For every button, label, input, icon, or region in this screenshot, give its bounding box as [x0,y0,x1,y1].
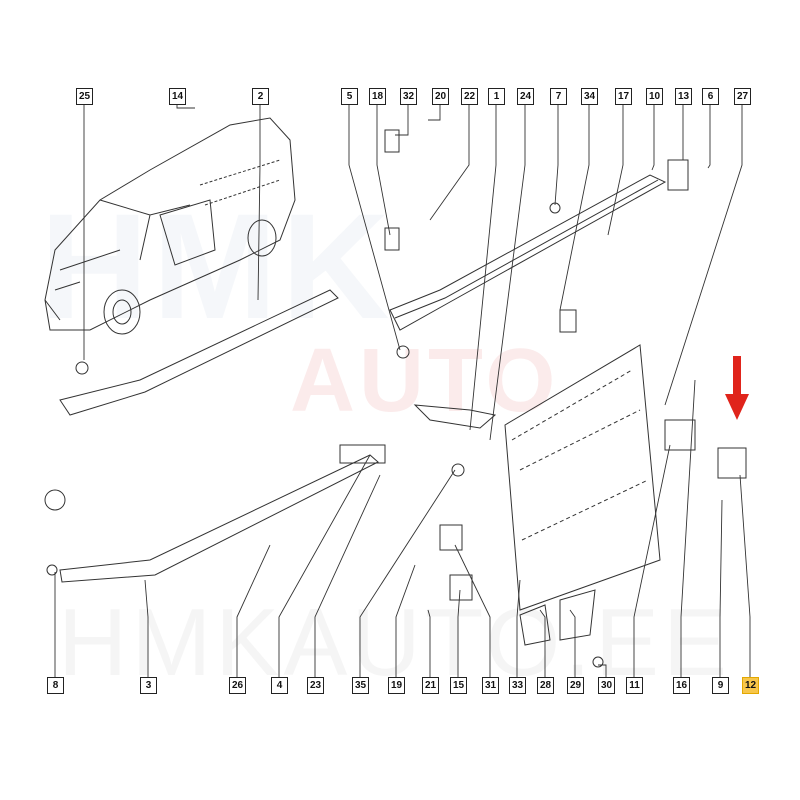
bracket-18 [384,227,400,251]
leader-line [739,474,751,677]
part-callout-27[interactable]: 27 [734,88,751,105]
van-illustration [44,117,296,335]
striker-12 [717,447,747,479]
part-callout-25[interactable]: 25 [76,88,93,105]
hinge-11 [664,419,696,451]
sill-trim [59,289,339,416]
upper-rail [389,174,667,331]
bracket-32 [384,129,400,153]
leader-line [680,105,684,161]
part-callout-3[interactable]: 3 [140,677,157,694]
part-callout-6[interactable]: 6 [702,88,719,105]
part-callout-7[interactable]: 7 [550,88,567,105]
part-callout-30[interactable]: 30 [598,677,615,694]
part-callout-16[interactable]: 16 [673,677,690,694]
part-callout-21[interactable]: 21 [422,677,439,694]
leader-line [598,664,607,677]
leader-line [429,105,470,221]
lock-15 [449,574,473,601]
plate-29 [559,589,596,641]
part-callout-34[interactable]: 34 [581,88,598,105]
leader-line [680,379,696,677]
part-callout-28[interactable]: 28 [537,677,554,694]
leader-line [428,105,441,121]
part-callout-1[interactable]: 1 [488,88,505,105]
leader-line [176,105,195,109]
part-callout-13[interactable]: 13 [675,88,692,105]
leader-line [719,499,723,677]
leader-line [359,469,456,677]
leader-line [651,105,655,171]
leader-line [144,579,149,677]
lower-rail [59,454,379,583]
part-callout-4[interactable]: 4 [271,677,288,694]
part-callout-29[interactable]: 29 [567,677,584,694]
sliding-door-panel [413,344,661,611]
leader-line [469,105,497,431]
part-callout-9[interactable]: 9 [712,677,729,694]
leader-line [539,609,546,677]
leader-line [457,589,461,677]
leader-line [569,609,576,677]
leader-line [607,105,624,236]
leader-line [664,105,743,406]
part-callout-24[interactable]: 24 [517,88,534,105]
leader-line [516,579,521,677]
part-callout-26[interactable]: 26 [229,677,246,694]
leader-line [554,105,559,206]
part-callout-35[interactable]: 35 [352,677,369,694]
leader-line [707,105,711,169]
leader-line [454,544,491,677]
part-callout-31[interactable]: 31 [482,677,499,694]
part-callout-15[interactable]: 15 [450,677,467,694]
part-callout-33[interactable]: 33 [509,677,526,694]
leader-line [633,444,671,677]
leader-line [395,105,409,136]
part-callout-10[interactable]: 10 [646,88,663,105]
leader-line [257,105,261,301]
part-callout-11[interactable]: 11 [626,677,643,694]
leader-line [376,105,391,236]
lock-31 [439,524,463,551]
part-callout-8[interactable]: 8 [47,677,64,694]
leader-line [314,474,381,677]
roller-34 [559,309,577,333]
part-callout-2[interactable]: 2 [252,88,269,105]
part-callout-23[interactable]: 23 [307,677,324,694]
part-callout-19[interactable]: 19 [388,677,405,694]
part-callout-18[interactable]: 18 [369,88,386,105]
part-callout-5[interactable]: 5 [341,88,358,105]
leader-line [236,544,271,677]
leader-line [489,105,526,441]
leader-line [427,609,431,677]
leader-line [559,105,590,311]
part-callout-14[interactable]: 14 [169,88,186,105]
part-callout-22[interactable]: 22 [461,88,478,105]
roller-28 [519,604,551,646]
part-callout-17[interactable]: 17 [615,88,632,105]
leader-line [395,564,416,677]
leader-line [278,454,371,677]
part-callout-32[interactable]: 32 [400,88,417,105]
part-callout-20[interactable]: 20 [432,88,449,105]
highlight-arrow-icon [725,356,749,420]
bracket-4 [339,444,386,464]
part-callout-12[interactable]: 12 [742,677,759,694]
guide-13 [667,159,689,191]
leader-line [348,105,401,351]
